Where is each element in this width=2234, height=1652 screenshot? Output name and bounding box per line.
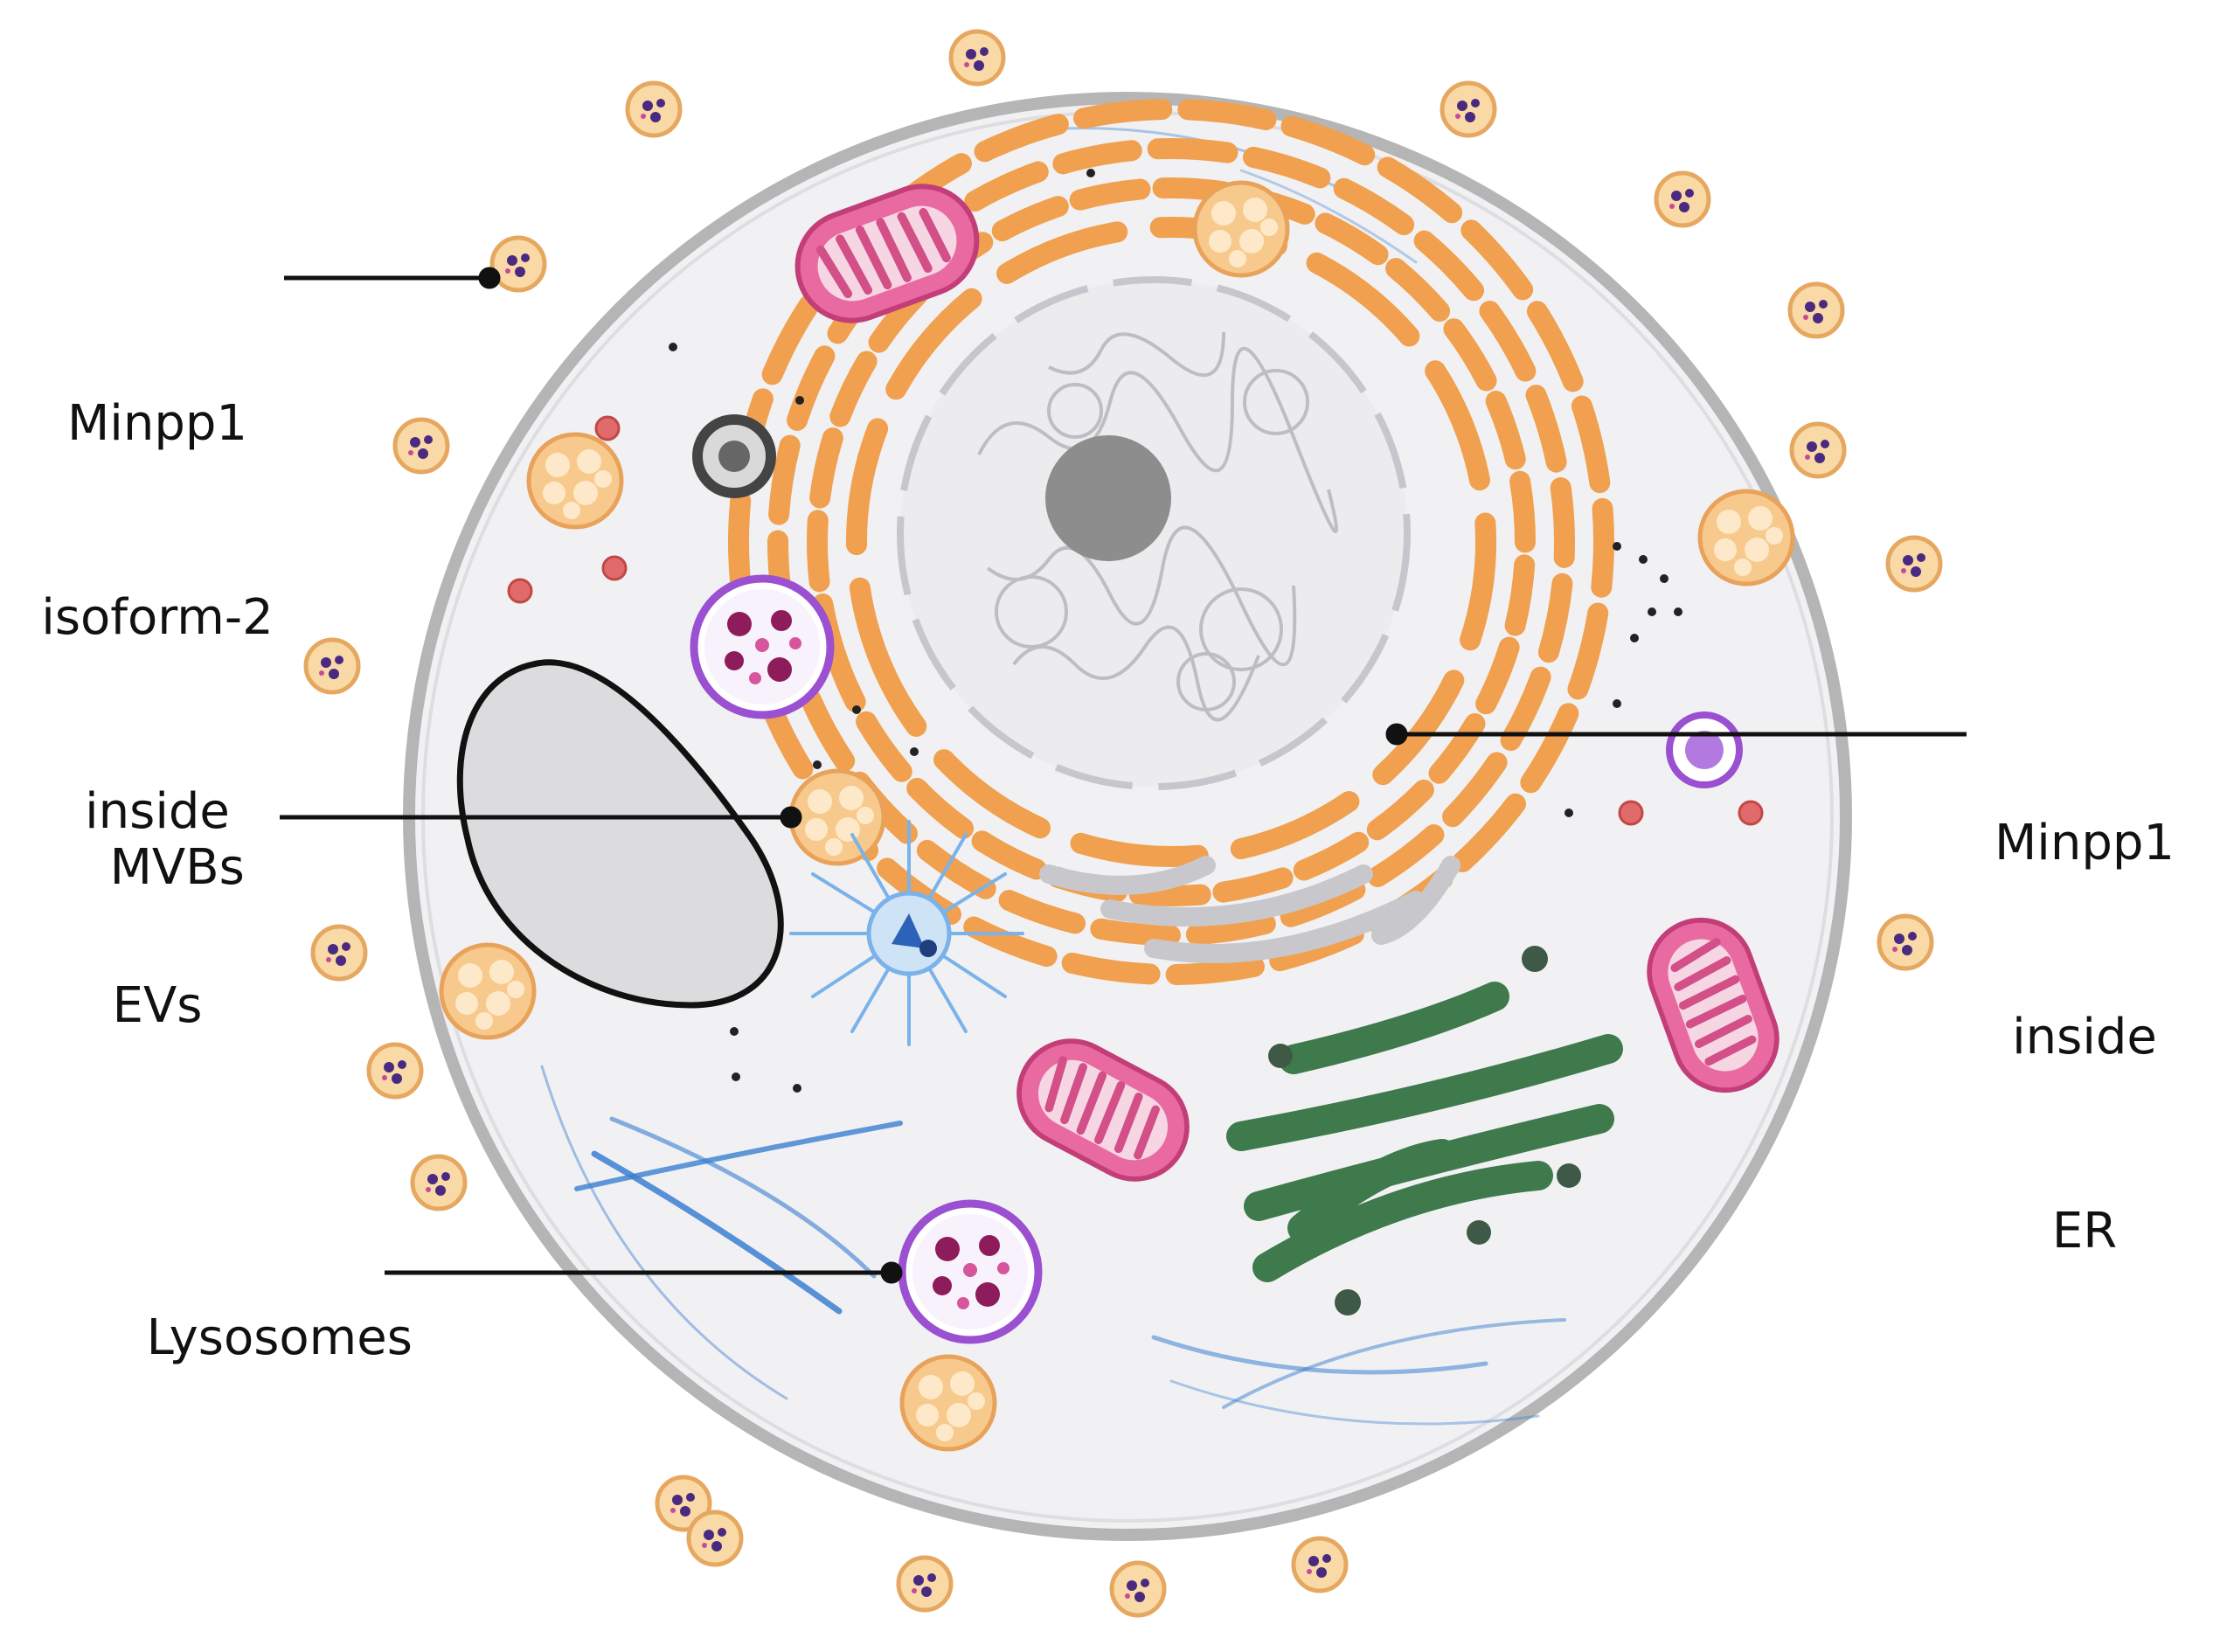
label-mvbs: MVBs <box>79 771 245 900</box>
lysosome-icon <box>902 1204 1038 1340</box>
label-lysosomes: Lysosomes <box>115 1241 413 1371</box>
cytoskeleton-filaments <box>540 127 1566 1426</box>
label-lysosomes-text: Lysosomes <box>146 1309 413 1366</box>
nucleus-icon <box>897 276 1411 790</box>
label-evs-line1: Minpp1 <box>66 395 248 452</box>
label-evs-line2: isoform-2 <box>41 589 274 646</box>
label-er-line1: Minpp1 <box>1994 815 2175 871</box>
label-er: Minpp1 inside ER <box>1975 682 2194 1329</box>
label-er-line3: ER <box>2051 1203 2118 1260</box>
label-mvbs-text: MVBs <box>109 839 245 896</box>
centrosome-icon <box>789 820 1024 1046</box>
nucleolus-icon <box>1045 435 1171 561</box>
vacuole-icon <box>456 659 784 1009</box>
leader-lines <box>280 267 1967 1284</box>
label-evs-line4: EVs <box>112 977 203 1034</box>
label-er-line2: inside <box>2012 1009 2157 1065</box>
lysosome-icon <box>694 579 830 715</box>
label-evs-line3: inside <box>85 783 230 840</box>
peroxisome-icon <box>692 414 776 498</box>
golgi-grey-icon <box>1039 856 1460 963</box>
golgi-icon <box>1226 982 1623 1282</box>
red-vesicles <box>507 415 1764 826</box>
golgi-vesicles <box>1268 946 1581 1315</box>
small-lysosome-icon <box>1666 711 1743 788</box>
label-evs: Minpp1 isoform-2 inside EVs <box>17 262 297 1103</box>
ribosome-dots <box>669 169 1682 1093</box>
